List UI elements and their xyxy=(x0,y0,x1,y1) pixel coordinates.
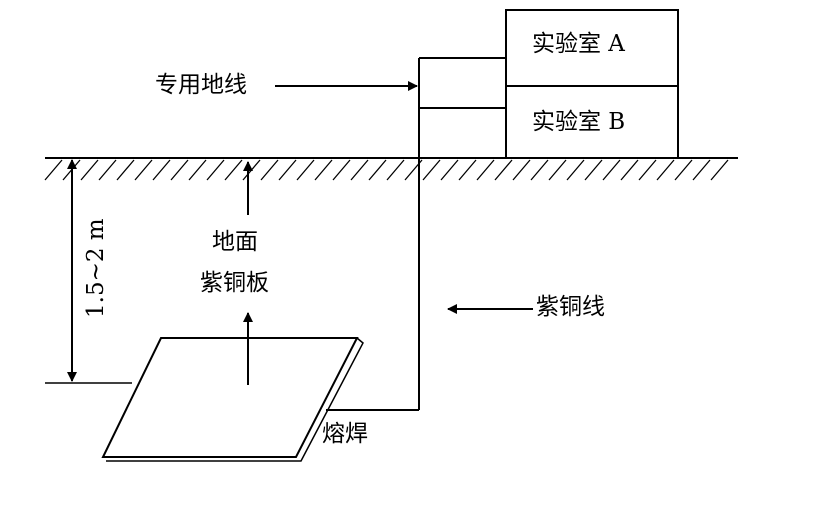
lab-a-label: 实验室 A xyxy=(532,31,625,57)
ground-hatch-mark xyxy=(242,159,261,181)
ground-hatch-mark xyxy=(278,159,297,181)
lab-building: 实验室 A 实验室 B xyxy=(505,9,679,159)
ground-hatch-mark xyxy=(458,159,477,181)
ground-hatch-mark xyxy=(80,159,99,181)
ground-hatch-mark xyxy=(674,159,693,181)
ground-hatch-mark xyxy=(422,159,441,181)
ground-wire xyxy=(326,57,506,411)
ground-hatch-mark xyxy=(548,159,567,181)
lab-b-label: 实验室 B xyxy=(532,109,625,135)
ground-hatch-mark xyxy=(584,159,603,181)
ground-hatch-mark xyxy=(296,159,315,181)
ground-hatch-mark xyxy=(152,159,171,181)
ground-hatch-mark xyxy=(656,159,675,181)
ground-hatch-mark xyxy=(602,159,621,181)
ground-hatch-mark xyxy=(314,159,333,181)
ground-hatch-mark xyxy=(620,159,639,181)
ground-hatch-mark xyxy=(710,159,729,181)
depth-label: 1.5~2 m xyxy=(83,218,109,318)
ground-hatch-mark xyxy=(512,159,531,181)
ground-hatch-mark xyxy=(440,159,459,181)
ground-surface xyxy=(44,157,738,181)
ground-hatch-mark xyxy=(566,159,585,181)
ground-hatch-mark xyxy=(638,159,657,181)
copper-plate xyxy=(101,337,364,462)
ground-hatch-mark xyxy=(368,159,387,181)
ground-hatch-mark xyxy=(692,159,711,181)
ground-hatch-mark xyxy=(134,159,153,181)
depth-dimension: 1.5~2 m xyxy=(45,159,132,384)
ground-hatch-mark xyxy=(350,159,369,181)
ground-hatch-mark xyxy=(170,159,189,181)
ground-hatch-mark xyxy=(260,159,279,181)
ground-hatch-mark xyxy=(116,159,135,181)
ground-hatch-mark xyxy=(44,159,63,181)
ground-surface-label: 地面 xyxy=(212,229,258,255)
ground-hatch-mark xyxy=(332,159,351,181)
ground-hatch-mark xyxy=(476,159,495,181)
ground-hatch-mark xyxy=(188,159,207,181)
dedicated-ground-wire-label: 专用地线 xyxy=(155,72,247,98)
ground-hatch-mark xyxy=(494,159,513,181)
ground-hatch-mark xyxy=(386,159,405,181)
lab-b-box xyxy=(505,85,679,159)
weld-label: 熔焊 xyxy=(322,421,368,447)
ground-hatch-mark xyxy=(224,159,243,181)
lab-a-box xyxy=(505,9,679,87)
ground-hatch-mark xyxy=(98,159,117,181)
ground-hatch-mark xyxy=(530,159,549,181)
ground-hatch-mark xyxy=(206,159,225,181)
copper-plate-label: 紫铜板 xyxy=(200,270,269,296)
copper-wire-label: 紫铜线 xyxy=(536,294,605,320)
